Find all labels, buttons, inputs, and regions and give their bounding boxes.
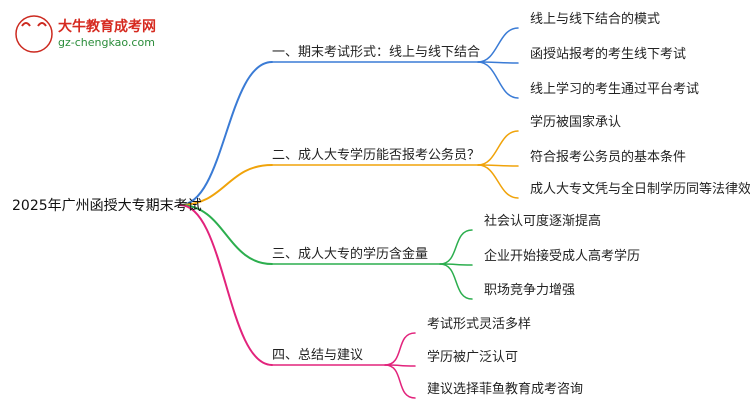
branch-2-connector bbox=[179, 164, 273, 206]
branch-1-child-1: 线上与线下结合的模式 bbox=[530, 12, 661, 27]
branch-1-connector bbox=[179, 61, 273, 206]
logo-url: gz-chengkao.com bbox=[58, 36, 155, 49]
branch-4-child-1: 考试形式灵活多样 bbox=[427, 317, 532, 332]
branch-1-child-1-connector bbox=[477, 27, 519, 63]
branch-3-label: 三、成人大专的学历含金量 bbox=[272, 247, 429, 262]
branch-3-child-3: 职场竞争力增强 bbox=[484, 283, 576, 298]
branch-4-label: 四、总结与建议 bbox=[272, 348, 364, 363]
branch-2-child-2: 符合报考公务员的基本条件 bbox=[530, 150, 687, 165]
branch-4-child-1-connector bbox=[384, 332, 416, 366]
branch-3-child-1-connector bbox=[439, 229, 473, 265]
branch-4-connector bbox=[179, 204, 273, 366]
branch-2-label: 二、成人大专学历能否报考公务员？ bbox=[272, 148, 481, 163]
branch-1-child-2: 函授站报考的考生线下考试 bbox=[530, 47, 687, 62]
branch-3-child-2: 企业开始接受成人高考学历 bbox=[484, 249, 641, 264]
branch-1-child-3-connector bbox=[477, 61, 519, 99]
branch-2-child-3: 成人大专文凭与全日制学历同等法律效力 bbox=[530, 182, 750, 197]
branch-3-connector bbox=[179, 204, 273, 265]
branch-2-child-1-connector bbox=[477, 130, 519, 166]
logo-title: 大牛教育成考网 bbox=[58, 19, 156, 35]
branch-3-child-3-connector bbox=[439, 263, 473, 300]
bull-logo-icon bbox=[15, 15, 53, 53]
site-logo[interactable]: 大牛教育成考网 gz-chengkao.com bbox=[14, 14, 214, 54]
root-topic: 2025年广州函授大专期末考试 bbox=[12, 198, 202, 214]
branch-4-child-3-connector bbox=[384, 364, 416, 399]
branch-1-label: 一、期末考试形式：线上与线下结合 bbox=[272, 45, 481, 60]
branch-4-child-3: 建议选择菲鱼教育成考咨询 bbox=[427, 382, 584, 397]
branch-3-child-1: 社会认可度逐渐提高 bbox=[484, 214, 602, 229]
branch-2-child-3-connector bbox=[477, 164, 519, 199]
branch-4-child-2: 学历被广泛认可 bbox=[427, 350, 519, 365]
branch-2-child-1: 学历被国家承认 bbox=[530, 115, 622, 130]
branch-1-child-3: 线上学习的考生通过平台考试 bbox=[530, 82, 700, 97]
